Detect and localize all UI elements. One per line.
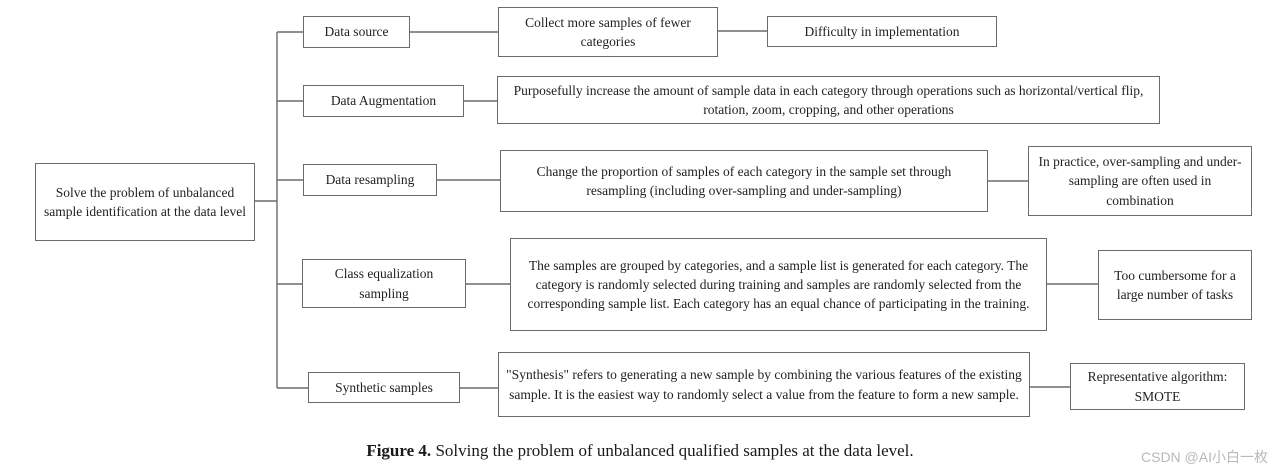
note-node-class-equalization-sampling: Too cumbersome for a large number of tas… — [1098, 250, 1252, 320]
category-node-data-augmentation: Data Augmentation — [303, 85, 464, 117]
description-node-data-resampling: Change the proportion of samples of each… — [500, 150, 988, 212]
root-node: Solve the problem of unbalanced sample i… — [35, 163, 255, 241]
note-node-synthetic-samples: Representative algorithm: SMOTE — [1070, 363, 1245, 410]
category-node-data-resampling: Data resampling — [303, 164, 437, 196]
category-node-synthetic-samples: Synthetic samples — [308, 372, 460, 403]
figure-caption: Figure 4. Solving the problem of unbalan… — [0, 441, 1280, 461]
description-node-class-equalization-sampling: The samples are grouped by categories, a… — [510, 238, 1047, 331]
figure-caption-label: Figure 4. — [366, 441, 432, 460]
category-node-data-source: Data source — [303, 16, 410, 48]
description-node-data-source: Collect more samples of fewer categories — [498, 7, 718, 57]
watermark: CSDN @AI小白一枚 — [1141, 449, 1268, 465]
note-node-data-resampling: In practice, over-sampling and under-sam… — [1028, 146, 1252, 216]
description-node-synthetic-samples: "Synthesis" refers to generating a new s… — [498, 352, 1030, 417]
description-node-data-augmentation: Purposefully increase the amount of samp… — [497, 76, 1160, 124]
figure-caption-text: Solving the problem of unbalanced qualif… — [431, 441, 914, 460]
category-node-class-equalization-sampling: Class equalization sampling — [302, 259, 466, 308]
note-node-data-source: Difficulty in implementation — [767, 16, 997, 47]
